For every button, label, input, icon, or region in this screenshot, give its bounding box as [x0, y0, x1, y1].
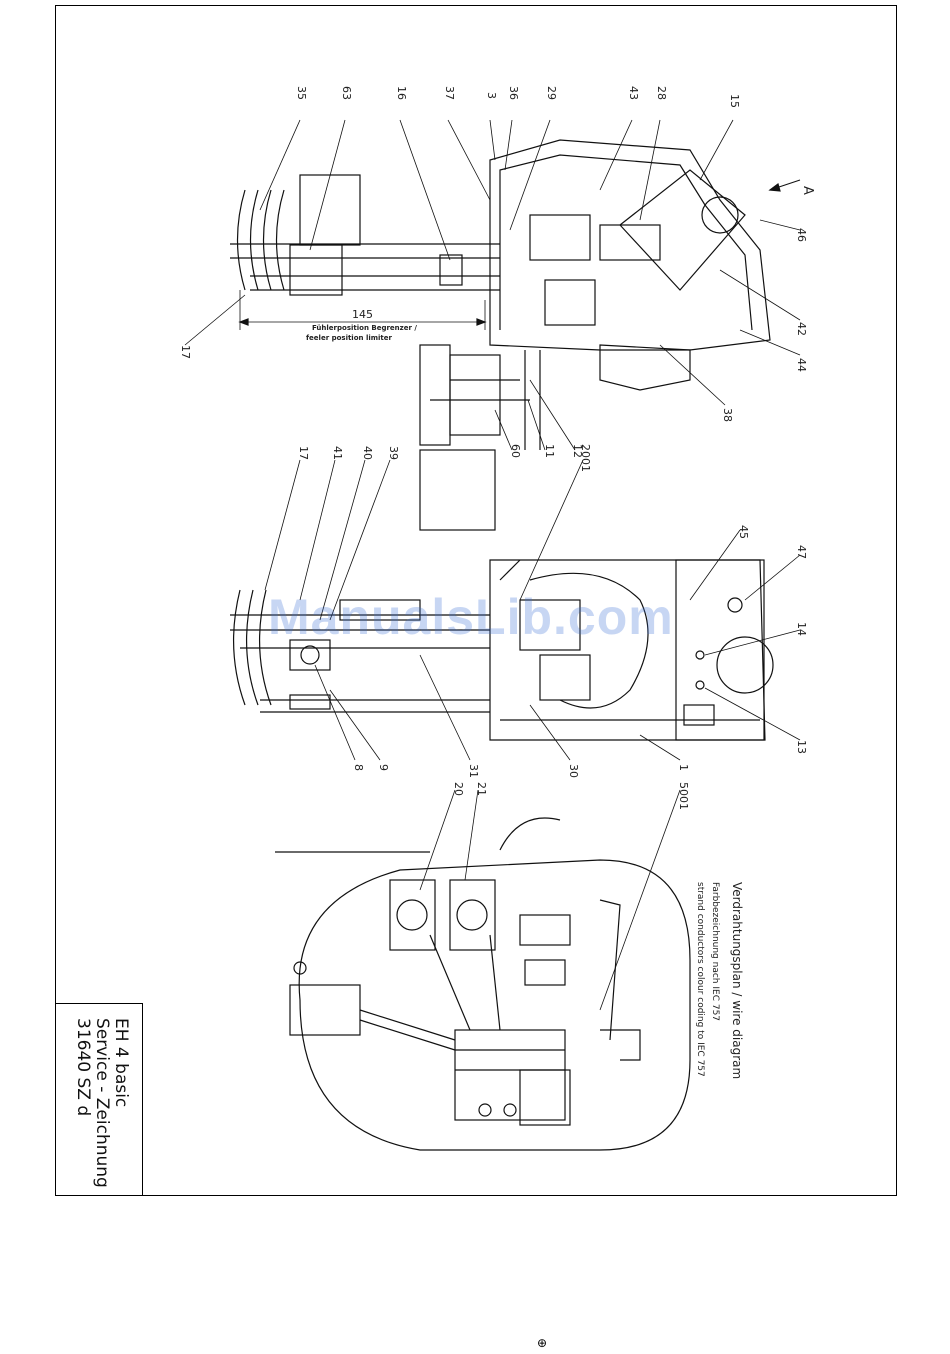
callout-30: 30	[567, 764, 580, 778]
callout-28: 28	[655, 86, 668, 100]
callout-21: 21	[475, 782, 488, 796]
wiring-note-en: strand conductors colour coding to IEC 7…	[695, 882, 705, 1077]
callout-63: 63	[340, 86, 353, 100]
title-block	[55, 1003, 143, 1196]
leader-lines	[184, 119, 801, 1011]
callout-35: 35	[295, 86, 308, 100]
top-assembly	[230, 139, 801, 531]
callout-15: 15	[728, 94, 741, 108]
callout-20: 20	[452, 782, 465, 796]
callout-42: 42	[795, 322, 808, 336]
callout-39: 39	[387, 446, 400, 460]
callout-45: 45	[737, 525, 750, 539]
dimension-label-en: feeler position limiter	[306, 334, 393, 342]
callout-43: 43	[627, 86, 640, 100]
view-marker-A: A	[800, 186, 815, 195]
callout-37: 37	[443, 86, 456, 100]
callout-17: 17	[179, 345, 192, 359]
callout-numbers: 35 63 16 37 3 36 29 43 28 15 46 42 44 38…	[179, 86, 815, 1079]
callout-8: 8	[352, 764, 365, 771]
drawing-frame	[55, 5, 897, 1196]
callout-36: 36	[507, 86, 520, 100]
callout-46: 46	[795, 228, 808, 242]
callout-31: 31	[467, 764, 480, 778]
callout-12: 12	[571, 444, 584, 458]
callout-40: 40	[361, 446, 374, 460]
page-symbol: ⊕	[537, 1336, 548, 1350]
wiring-note-de: Farbbezeichnung nach IEC 757	[710, 882, 720, 1021]
middle-assembly	[230, 559, 774, 741]
callout-60: 60	[509, 444, 522, 458]
callout-38: 38	[721, 408, 734, 422]
callout-1: 1	[677, 764, 690, 771]
callout-14: 14	[795, 622, 808, 636]
wire-diagram	[275, 817, 691, 1151]
callout-17b: 17	[297, 446, 310, 460]
dimension-label-de: Fühlerposition Begrenzer /	[312, 324, 417, 332]
callout-2001: 2001	[579, 444, 592, 472]
callout-16: 16	[395, 86, 408, 100]
callout-47: 47	[795, 545, 808, 559]
wiring-heading: Verdrahtungsplan / wire diagram	[730, 882, 744, 1079]
callout-13: 13	[795, 740, 808, 754]
callout-3: 3	[485, 92, 498, 99]
callout-5001: 5001	[677, 782, 690, 810]
callout-44: 44	[795, 358, 808, 372]
callout-9: 9	[377, 764, 390, 771]
dimension-value: 145	[352, 308, 373, 321]
callout-11: 11	[543, 444, 556, 458]
callout-41: 41	[331, 446, 344, 460]
watermark: ManualsLib.com	[268, 589, 674, 645]
callout-29: 29	[545, 86, 558, 100]
